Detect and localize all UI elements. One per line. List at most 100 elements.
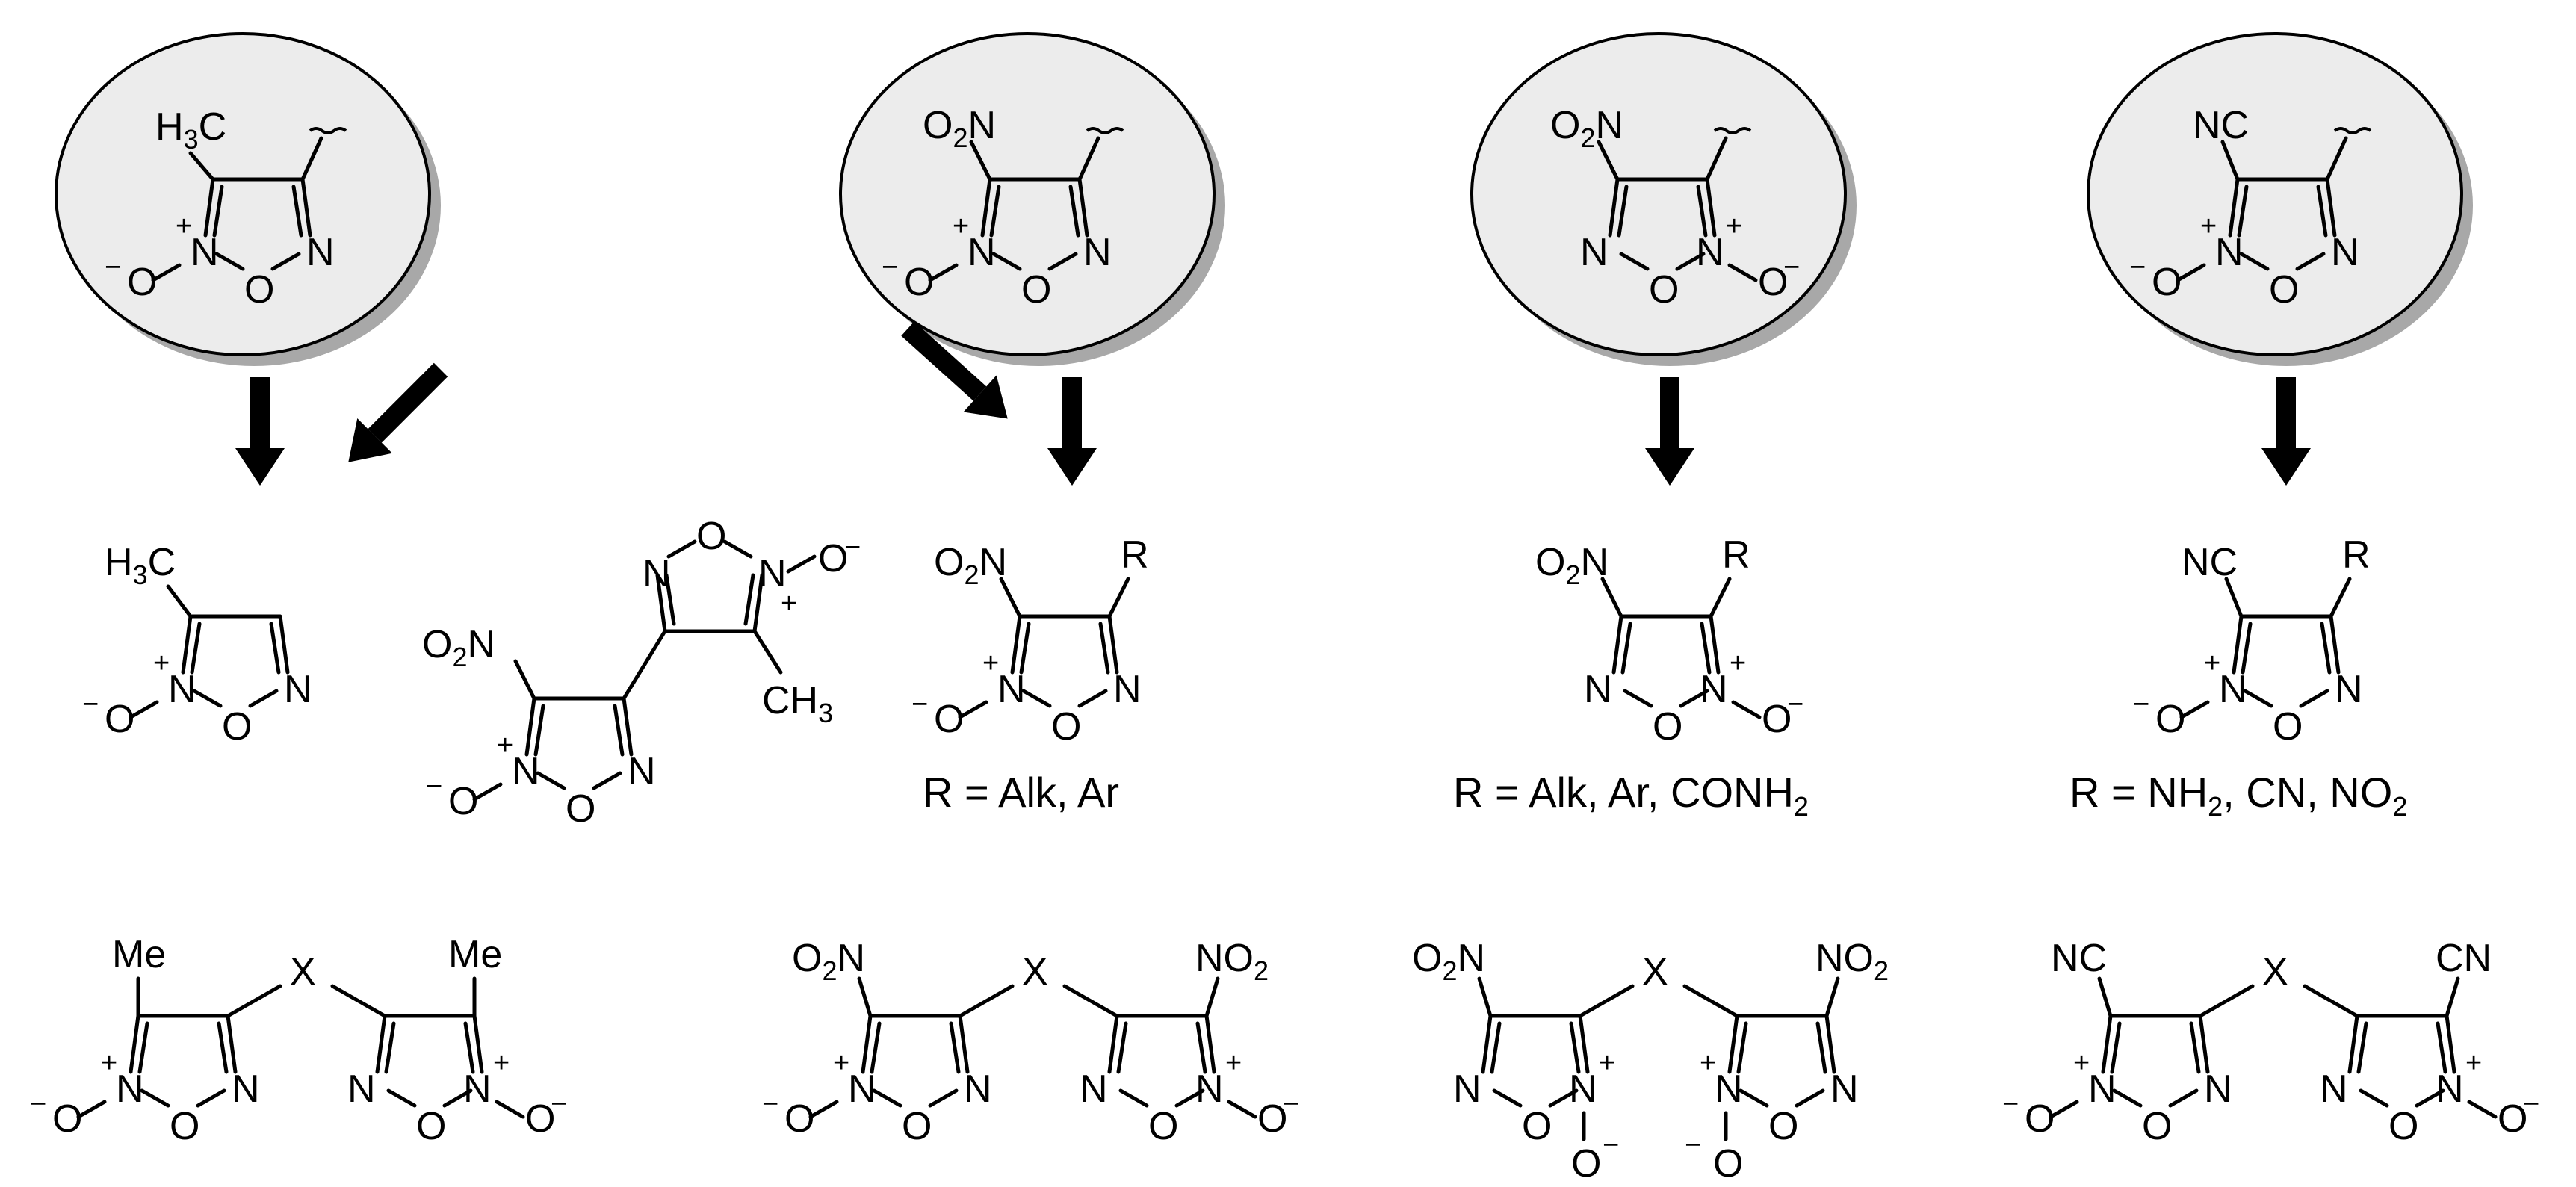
svg-text:+: + [1225, 1047, 1242, 1079]
svg-text:−: − [426, 771, 442, 802]
svg-text:O: O [1051, 705, 1081, 749]
svg-text:+: + [101, 1047, 117, 1079]
svg-text:N: N [997, 668, 1026, 711]
svg-text:+: + [1599, 1047, 1615, 1079]
atom-cn: CN [2436, 937, 2492, 980]
svg-text:+: + [833, 1047, 849, 1079]
svg-text:O: O [2498, 1097, 2527, 1141]
svg-text:+: + [176, 211, 192, 242]
caption-r-nh2-cn-no2: R = NH2, CN, NO2 [2069, 769, 2407, 822]
svg-text:+: + [1700, 1047, 1716, 1079]
svg-text:O: O [902, 1105, 932, 1148]
svg-text:H3C: H3C [155, 105, 226, 155]
svg-text:−: − [1685, 1129, 1701, 1161]
svg-text:−: − [911, 689, 928, 720]
svg-text:O: O [1148, 1105, 1178, 1148]
svg-text:O: O [105, 698, 134, 741]
svg-text:N: N [848, 1067, 876, 1111]
svg-text:NC: NC [2182, 541, 2238, 584]
svg-text:+: + [2073, 1047, 2090, 1079]
caption-r-alk-ar-conh2: R = Alk, Ar, CONH2 [1453, 769, 1809, 822]
svg-text:−: − [1603, 1129, 1619, 1161]
svg-text:O: O [127, 261, 157, 304]
atom-me: Me [112, 933, 166, 976]
svg-text:O: O [1522, 1105, 1552, 1148]
svg-text:O: O [448, 780, 478, 823]
svg-text:N: N [1113, 668, 1142, 711]
svg-text:+: + [1726, 211, 1742, 242]
product-bifuroxan: N N + O O − CH3 O2N N + N O O − [422, 515, 861, 831]
svg-text:N: N [964, 1067, 992, 1111]
svg-text:O2N: O2N [934, 541, 1007, 590]
arrow-diag-2 [901, 321, 1008, 419]
svg-text:−: − [1787, 689, 1803, 720]
svg-text:O: O [1571, 1142, 1601, 1186]
bis-nitrofuroxan: O2N N + N O O − X NO2 N N + O O − [762, 937, 1299, 1148]
svg-text:−: − [1783, 252, 1800, 283]
furoxan-ring: O2N N N + O O − [1550, 104, 1800, 312]
caption-r-alk-ar: R = Alk, Ar [923, 769, 1119, 816]
arrow-down-4 [2261, 377, 2311, 486]
bubble-methylfuroxan: H3C N + N O O − [55, 32, 441, 366]
bis-methylfuroxan: Me N + N O O − X Me N N + O O − [30, 933, 567, 1148]
svg-text:N: N [628, 750, 656, 793]
svg-text:O2N: O2N [1535, 541, 1609, 590]
svg-text:O: O [1257, 1097, 1287, 1141]
svg-text:+: + [781, 588, 797, 619]
svg-text:−: − [2129, 252, 2146, 283]
svg-text:X: X [1022, 950, 1048, 994]
svg-text:N: N [643, 552, 671, 595]
svg-text:O: O [566, 787, 595, 831]
svg-text:NO2: NO2 [1815, 937, 1889, 986]
svg-text:−: − [2002, 1088, 2019, 1120]
svg-text:N: N [1830, 1067, 1859, 1111]
product-nitrofuroxan-r: O2N R N + N O O − [911, 533, 1149, 749]
svg-text:+: + [2465, 1047, 2482, 1079]
svg-text:−: − [762, 1088, 778, 1120]
svg-text:O2N: O2N [1412, 937, 1485, 986]
arrows [235, 321, 2311, 486]
atom-nc: NC [2193, 104, 2249, 147]
svg-text:N: N [2331, 231, 2359, 274]
bubble-nitrofuroxan-isomer: O2N N N + O O − [1470, 32, 1857, 366]
product-methylfuroxan: H3C N + N O O − [82, 541, 312, 749]
svg-text:O: O [1649, 268, 1679, 312]
svg-text:N: N [2320, 1067, 2348, 1111]
svg-text:N: N [1083, 231, 1112, 274]
svg-text:N: N [1195, 1067, 1224, 1111]
svg-text:N: N [2215, 231, 2244, 274]
svg-text:N: N [1569, 1067, 1597, 1111]
svg-text:O2N: O2N [923, 104, 996, 153]
bubble-nitrofuroxan: O2N N + N O O − [839, 32, 1225, 366]
svg-text:−: − [82, 689, 99, 720]
svg-text:O: O [1713, 1142, 1743, 1186]
linker-x: X [290, 950, 316, 994]
svg-text:O: O [416, 1105, 446, 1148]
svg-text:O2N: O2N [422, 623, 495, 672]
arrow-down-1 [235, 377, 285, 486]
svg-text:+: + [153, 648, 170, 679]
svg-text:N: N [1584, 668, 1612, 711]
svg-text:O: O [1768, 1105, 1798, 1148]
svg-text:N: N [1453, 1067, 1481, 1111]
svg-text:O: O [784, 1097, 814, 1141]
svg-text:N: N [2219, 668, 2247, 711]
atom-o: O [923, 104, 953, 147]
svg-text:N: N [284, 668, 312, 711]
svg-text:O: O [2025, 1097, 2055, 1141]
svg-text:O: O [934, 698, 964, 741]
arrow-down-2 [1047, 377, 1097, 486]
svg-text:O: O [222, 705, 252, 749]
furoxan-ring: O2N N + N O O − [882, 104, 1124, 312]
svg-text:O2N: O2N [792, 937, 865, 986]
svg-text:N: N [2204, 1067, 2232, 1111]
svg-text:O: O [1653, 705, 1682, 749]
atom-o-ring: O [244, 268, 274, 312]
svg-text:−: − [844, 532, 861, 563]
svg-text:O: O [904, 261, 934, 304]
atom-r: R [1121, 533, 1149, 577]
svg-text:O: O [2152, 261, 2182, 304]
svg-text:+: + [493, 1047, 510, 1079]
svg-text:O: O [2269, 268, 2299, 312]
